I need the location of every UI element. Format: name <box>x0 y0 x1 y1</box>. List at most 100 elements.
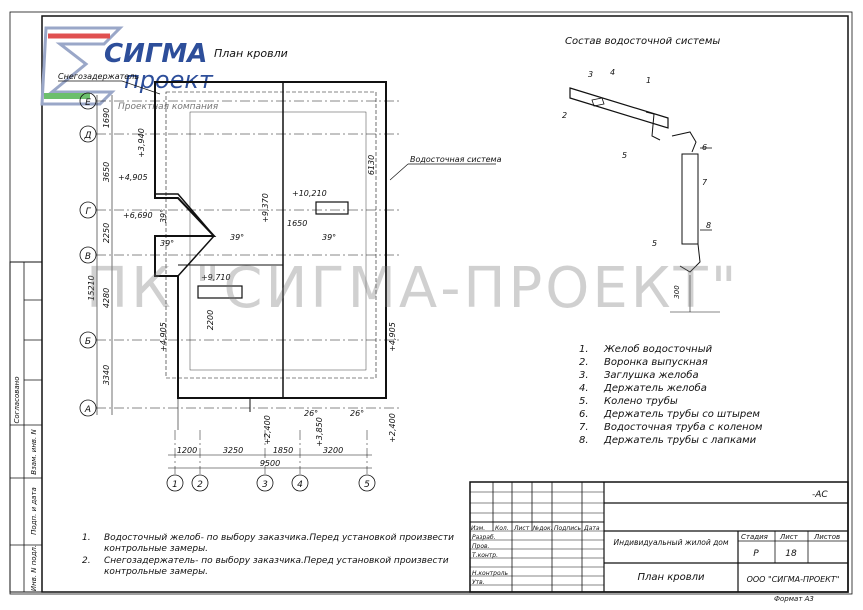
callout-number: 2 <box>562 111 567 120</box>
tb-header: Подпись <box>554 525 581 532</box>
legend-num: 4. <box>579 383 589 394</box>
axis-label-row: Е <box>85 98 91 108</box>
drain-system-drawing <box>569 87 720 313</box>
row-dim: 2250 <box>102 223 111 243</box>
tb-header: Лист <box>513 525 530 532</box>
legend-num: 2. <box>579 357 589 368</box>
row-dim-total: 15210 <box>87 275 96 300</box>
axis-label-row: Г <box>85 207 91 217</box>
tb-header: №док. <box>532 525 553 532</box>
callout-number: 7 <box>702 178 708 187</box>
tb-role: Т.контр. <box>472 552 498 559</box>
snow-guard-label: Снегозадержатель <box>58 72 139 81</box>
roof-plan <box>154 81 387 430</box>
axis-label-row: Д <box>83 131 91 141</box>
tb-header: Дата <box>583 525 600 532</box>
callout-number: 3 <box>588 70 593 79</box>
callout-number: 5 <box>622 151 627 160</box>
legend-text: Заглушка желоба <box>604 369 699 381</box>
tb-project: Индивидуальный жилой дом <box>613 538 728 547</box>
axis-label-col: 5 <box>364 480 370 490</box>
slope-mark: 26° <box>350 409 364 418</box>
tb-header: Кол. <box>495 525 509 532</box>
tb-role: Разраб. <box>472 534 496 541</box>
level-mark: +4,905 <box>159 322 168 352</box>
axis-label-col: 1 <box>172 480 178 490</box>
tb-role: Н.контроль <box>472 570 508 577</box>
level-mark: +4,905 <box>388 322 397 352</box>
tb-format: Формат А3 <box>774 595 814 603</box>
tb-sheet-label: Лист <box>779 533 799 541</box>
row-axes: Е Д Г В Б А <box>79 92 400 417</box>
callout-number: 1 <box>646 76 651 85</box>
logo-tagline: Проектная компания <box>118 102 219 112</box>
level-mark: +2,400 <box>263 415 272 445</box>
tb-sheet: 18 <box>785 549 797 559</box>
col-dim: 3250 <box>223 446 243 455</box>
legend-text: Держатель трубы с лапками <box>603 434 757 446</box>
title-block <box>469 481 849 593</box>
legend-text: Колено трубы <box>604 395 678 407</box>
note-num: 1. <box>82 533 91 543</box>
tb-company: ООО "СИГМА-ПРОЕКТ" <box>747 575 840 584</box>
tb-role: Пров. <box>472 543 490 550</box>
row-dim: 3650 <box>102 162 111 182</box>
slope-mark: 39° <box>230 233 244 242</box>
side-stamp <box>9 261 43 593</box>
level-mark: +9,370 <box>261 193 270 223</box>
logo-sub: проект <box>124 66 214 94</box>
level-mark: +4,905 <box>118 173 148 182</box>
level-mark: +9,710 <box>201 273 231 282</box>
slope-mark: 39° <box>160 239 174 248</box>
drain-legend: 1. Желоб водосточный 2. Воронка выпускна… <box>579 343 763 446</box>
slope-mark: 39° <box>322 233 336 242</box>
axis-label-row: Б <box>85 337 91 347</box>
level-mark: +3,850 <box>315 417 324 447</box>
tb-code: -АС <box>812 490 828 500</box>
callout-number: 8 <box>706 221 711 230</box>
inner-dim: 6130 <box>367 155 376 175</box>
stamp-label: Согласовано <box>13 376 21 423</box>
pipe-height-dim: 300 <box>673 285 681 299</box>
row-dim: 3340 <box>102 365 111 385</box>
legend-text: Держатель желоба <box>603 382 707 394</box>
company-logo: СИГМА проект Проектная компания <box>40 26 219 112</box>
drain-system-title: Состав водосточной системы <box>565 36 720 47</box>
axis-label-row: А <box>84 405 91 415</box>
axis-label-col: 4 <box>297 480 303 490</box>
row-dim: 4280 <box>102 288 111 308</box>
col-dim: 1200 <box>177 446 197 455</box>
legend-num: 8. <box>579 435 589 446</box>
tb-header: Изм. <box>471 525 485 532</box>
legend-text: Держатель трубы со штырем <box>603 408 760 420</box>
row-dim: 1690 <box>102 108 111 128</box>
level-mark: +2,400 <box>388 413 397 443</box>
axis-label-col: 2 <box>197 480 203 490</box>
level-mark: +10,210 <box>292 189 327 198</box>
slope-mark: 39° <box>159 209 168 223</box>
legend-text: Водосточная труба с коленом <box>604 421 763 433</box>
tb-sheet-title: План кровли <box>637 572 705 583</box>
note-text: контрольные замеры. <box>104 544 208 554</box>
legend-num: 6. <box>579 409 589 420</box>
legend-text: Воронка выпускная <box>604 357 708 368</box>
logo-name: СИГМА <box>104 39 207 69</box>
tb-sheets-label: Листов <box>813 533 840 541</box>
stamp-label: Подп. и дата <box>30 487 38 535</box>
axis-label-row: В <box>85 252 91 262</box>
plan-title: План кровли <box>214 47 288 60</box>
tb-stage: Р <box>753 549 759 559</box>
column-axes: 1 2 3 4 5 <box>166 430 376 492</box>
level-mark: +3,940 <box>137 128 146 158</box>
legend-num: 5. <box>579 396 589 407</box>
callout-number: 6 <box>702 143 707 152</box>
note-text: контрольные замеры. <box>104 567 208 577</box>
tb-stage-label: Стадия <box>741 533 768 541</box>
note-text: Водосточный желоб- по выбору заказчика.П… <box>104 533 454 543</box>
note-num: 2. <box>82 556 91 566</box>
callout-number: 4 <box>610 68 615 77</box>
legend-num: 1. <box>579 344 589 355</box>
inner-dim: 2200 <box>206 310 215 330</box>
level-mark: +6,690 <box>123 211 153 220</box>
